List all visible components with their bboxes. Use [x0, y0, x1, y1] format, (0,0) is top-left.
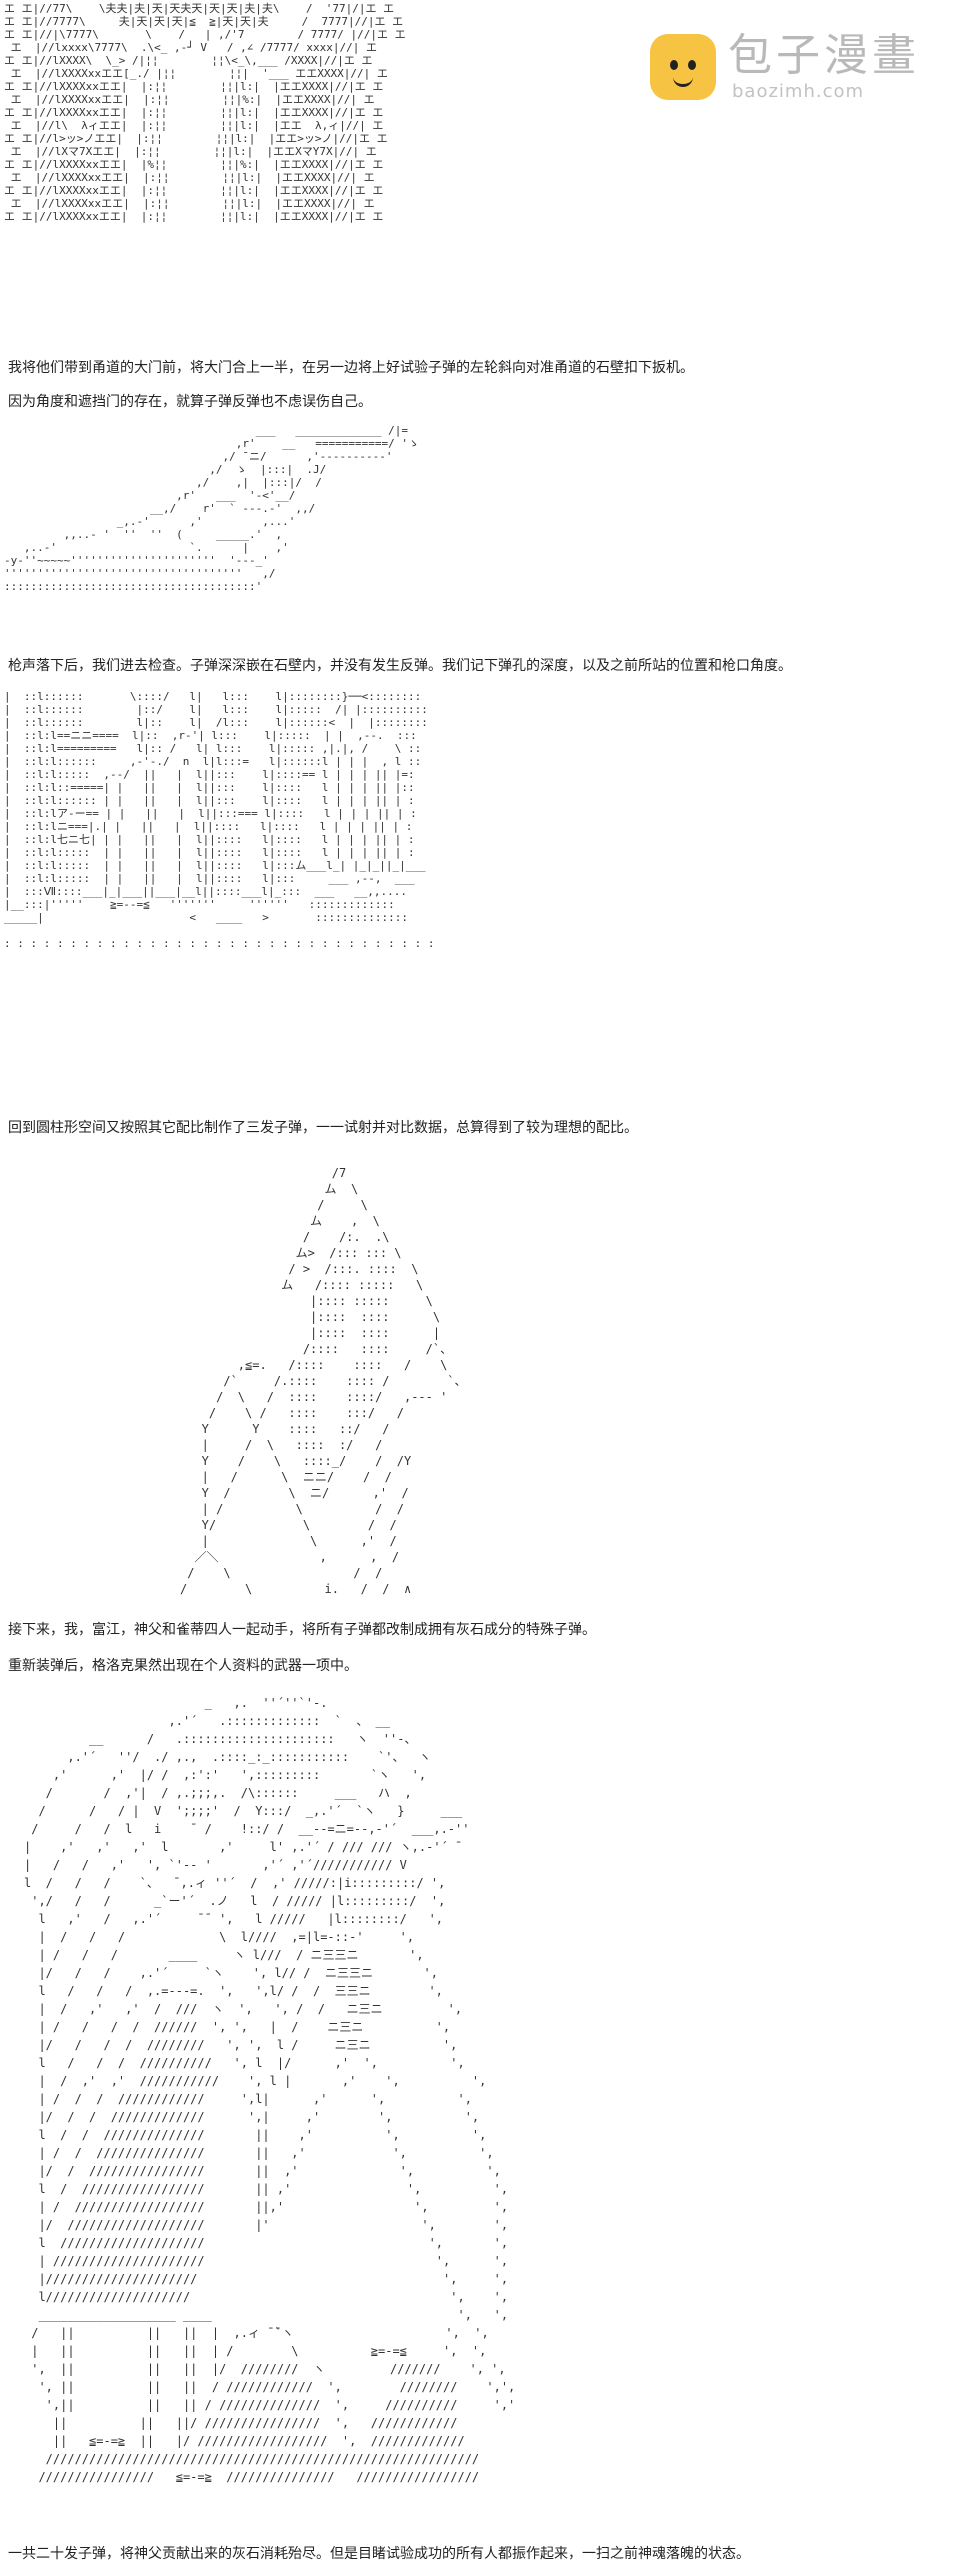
art-gate-frame: エ エ|//77\ \夫夫|夫|天|天夫天|天|天|夫|夫\ / '77|/|エ…: [4, 2, 474, 342]
logo-mouth: [673, 76, 693, 87]
caption-1: 我将他们带到甬道的大门前，将大门合上一半，在另一边将上好试验子弹的左轮斜向对准甬…: [8, 360, 694, 376]
logo-eye-left: [670, 60, 678, 70]
caption-5: 接下来，我，富江，神父和雀蒂四人一起动手，将所有子弹都改制成拥有灰石成分的特殊子…: [8, 1622, 596, 1638]
art-group: _ ,. ''´''`'-. ,.'´ .::::::::::::: ` 、 _…: [24, 1696, 516, 2484]
art-bullet-frame: /7 ム \ / \ ム , \ / /:. .\ ム> /::: ::: \ …: [180, 1165, 600, 1635]
art-gun-hand-frame: ___ _____________ /|= ,r' __ ===========…: [4, 420, 474, 625]
caption-6: 重新装弹后，格洛克果然出现在个人资料的武器一项中。: [8, 1658, 358, 1674]
art-corridor-frame: | ::l:::::: \::::/ l| l::: l|::::::::}──…: [4, 690, 664, 1100]
watermark-url: baozimh.com: [732, 81, 865, 102]
bun-logo-icon: [650, 34, 716, 100]
caption-2: 因为角度和遮挡门的存在，就算子弹反弹也不虑误伤自己。: [8, 394, 372, 410]
art-group-frame: _ ,. ''´''`'-. ,.'´ .::::::::::::: ` 、 _…: [4, 1690, 734, 2530]
caption-4: 回到圆柱形空间又按照其它配比制作了三发子弹，一一试射并对比数据，总算得到了较为理…: [8, 1120, 638, 1136]
watermark-title: 包子漫畫: [728, 30, 920, 81]
watermark: 包子漫畫 baozimh.com: [650, 28, 950, 108]
art-gate: エ エ|//77\ \夫夫|夫|天|天夫天|天|天|夫|夫\ / '77|/|エ…: [4, 2, 406, 223]
art-gun-hand: ___ _____________ /|= ,r' __ ===========…: [4, 424, 419, 593]
caption-3: 枪声落下后，我们进去检查。子弹深深嵌在石壁内，并没有发生反弹。我们记下弹孔的深度…: [8, 658, 792, 674]
caption-7: 一共二十发子弹，将神父贡献出来的灰石消耗殆尽。但是目睹试验成功的所有人都振作起来…: [8, 2546, 750, 2562]
logo-eye-right: [688, 60, 696, 70]
art-bullet: /7 ム \ / \ ム , \ / /:. .\ ム> /::: ::: \ …: [180, 1166, 467, 1596]
art-corridor: | ::l:::::: \::::/ l| l::: l|::::::::}──…: [4, 690, 435, 950]
